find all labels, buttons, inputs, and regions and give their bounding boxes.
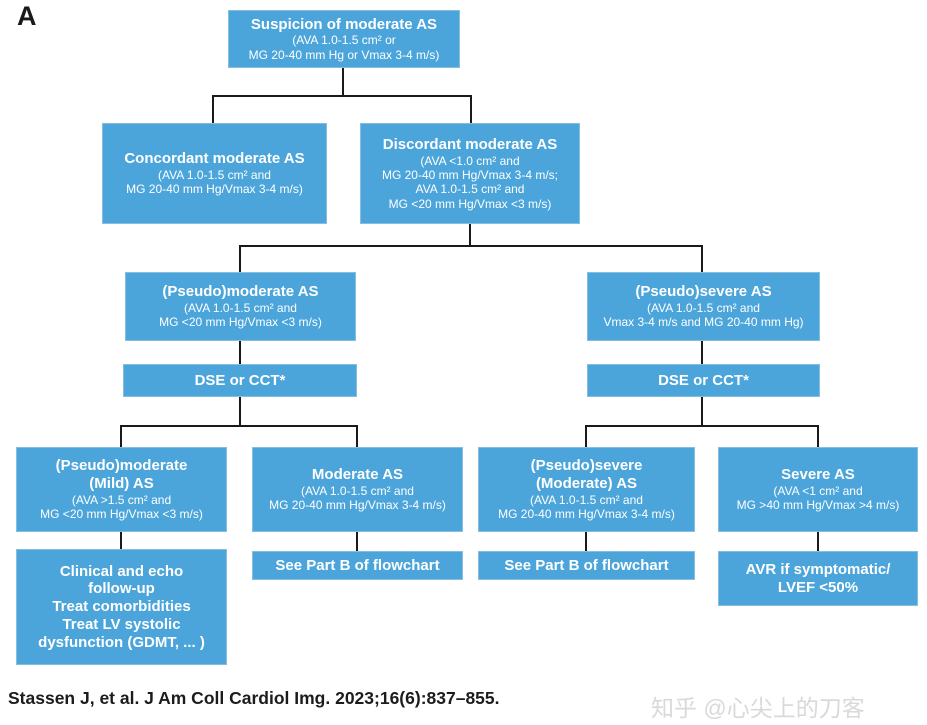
node-title: Clinical and echo xyxy=(59,562,184,580)
flow-node-pseudo-moderate-mild-as: (Pseudo)moderate (Mild) AS (AVA >1.5 cm²… xyxy=(16,447,227,532)
node-detail: MG <20 mm Hg/Vmax <3 m/s) xyxy=(40,507,203,522)
connector-line xyxy=(817,425,819,447)
node-title: (Pseudo)severe xyxy=(530,457,643,475)
node-title: (Pseudo)severe AS xyxy=(635,283,772,301)
node-title: Discordant moderate AS xyxy=(382,135,558,153)
connector-line xyxy=(212,95,472,97)
node-detail: MG >40 mm Hg/Vmax >4 m/s) xyxy=(736,498,900,513)
node-title: (Mild) AS xyxy=(89,475,154,493)
node-detail: MG 20-40 mm Hg/Vmax 3-4 m/s) xyxy=(498,507,675,522)
node-title: AVR if symptomatic/ xyxy=(745,560,891,578)
connector-line xyxy=(701,396,703,427)
connector-line xyxy=(239,245,703,247)
node-detail: (AVA 1.0-1.5 cm² and xyxy=(184,300,297,315)
node-detail: Vmax 3-4 m/s and MG 20-40 mm Hg) xyxy=(603,315,804,330)
watermark-text: 知乎 @心尖上的刀客 xyxy=(651,695,865,721)
node-detail: MG <20 mm Hg/Vmax <3 m/s) xyxy=(159,315,322,330)
node-detail: (AVA <1.0 cm² and xyxy=(420,153,520,168)
connector-line xyxy=(585,531,587,552)
node-detail: (AVA 1.0-1.5 cm² and xyxy=(647,300,760,315)
node-detail: (AVA 1.0-1.5 cm² or xyxy=(292,33,396,48)
flow-node-pseudo-severe-as: (Pseudo)severe AS (AVA 1.0-1.5 cm² and V… xyxy=(587,272,820,341)
node-title: Concordant moderate AS xyxy=(124,150,305,168)
connector-line xyxy=(701,341,703,364)
node-title: Moderate AS xyxy=(311,466,404,484)
node-detail: MG 20-40 mm Hg/Vmax 3-4 m/s; xyxy=(381,167,559,182)
node-detail: (AVA 1.0-1.5 cm² and xyxy=(301,483,414,498)
node-detail: (AVA 1.0-1.5 cm² and xyxy=(158,167,271,182)
node-detail: MG 20-40 mm Hg/Vmax 3-4 m/s) xyxy=(269,498,446,513)
node-title: (Pseudo)moderate AS xyxy=(162,283,319,301)
node-title: DSE or CCT* xyxy=(658,371,749,389)
flow-node-suspicion-moderate-as: Suspicion of moderate AS (AVA 1.0-1.5 cm… xyxy=(228,10,460,68)
connector-line xyxy=(356,531,358,552)
flow-node-clinical-follow-up: Clinical and echo follow-up Treat comorb… xyxy=(16,549,227,665)
node-title: dysfunction (GDMT, ... ) xyxy=(38,633,205,651)
connector-line xyxy=(585,425,587,447)
node-title: DSE or CCT* xyxy=(194,371,286,389)
flow-node-discordant-moderate-as: Discordant moderate AS (AVA <1.0 cm² and… xyxy=(360,123,580,224)
flow-node-see-part-b-left: See Part B of flowchart xyxy=(252,551,463,580)
connector-line xyxy=(817,531,819,552)
node-title: LVEF <50% xyxy=(777,578,859,596)
panel-label: A xyxy=(17,1,37,31)
connector-line xyxy=(239,341,241,364)
connector-line xyxy=(356,425,358,447)
node-title: Suspicion of moderate AS xyxy=(250,15,438,33)
flow-node-concordant-moderate-as: Concordant moderate AS (AVA 1.0-1.5 cm² … xyxy=(102,123,327,224)
node-title: (Moderate) AS xyxy=(535,475,638,493)
node-title: Treat comorbidities xyxy=(52,598,191,616)
node-detail: MG 20-40 mm Hg or Vmax 3-4 m/s) xyxy=(248,47,440,62)
connector-line xyxy=(239,245,241,272)
node-detail: (AVA 1.0-1.5 cm² and xyxy=(530,492,643,507)
flow-node-pseudo-moderate-as: (Pseudo)moderate AS (AVA 1.0-1.5 cm² and… xyxy=(125,272,356,341)
connector-line xyxy=(239,396,241,427)
node-detail: (AVA <1 cm² and xyxy=(773,483,863,498)
node-detail: MG 20-40 mm Hg/Vmax 3-4 m/s) xyxy=(126,182,303,197)
connector-line xyxy=(585,425,819,427)
connector-line xyxy=(120,425,358,427)
node-title: Treat LV systolic xyxy=(62,615,181,633)
node-title: follow-up xyxy=(88,580,155,598)
connector-line xyxy=(120,531,122,550)
flow-node-severe-as: Severe AS (AVA <1 cm² and MG >40 mm Hg/V… xyxy=(718,447,918,532)
connector-line xyxy=(212,95,214,123)
node-detail: (AVA >1.5 cm² and xyxy=(71,492,172,507)
node-detail: AVA 1.0-1.5 cm² and xyxy=(415,182,525,197)
flow-node-moderate-as: Moderate AS (AVA 1.0-1.5 cm² and MG 20-4… xyxy=(252,447,463,532)
node-title: Severe AS xyxy=(781,466,855,484)
connector-line xyxy=(469,223,471,247)
flow-node-pseudo-severe-moderate-as: (Pseudo)severe (Moderate) AS (AVA 1.0-1.… xyxy=(478,447,695,532)
flow-node-see-part-b-right: See Part B of flowchart xyxy=(478,551,695,580)
connector-line xyxy=(701,245,703,272)
flow-node-dse-cct-right: DSE or CCT* xyxy=(587,364,820,397)
connector-line xyxy=(120,425,122,447)
node-title: (Pseudo)moderate xyxy=(55,457,188,475)
flow-node-dse-cct-left: DSE or CCT* xyxy=(123,364,357,397)
node-title: See Part B of flowchart xyxy=(275,556,440,574)
node-title: See Part B of flowchart xyxy=(504,556,669,574)
connector-line xyxy=(470,95,472,123)
connector-line xyxy=(342,68,344,97)
flow-node-avr: AVR if symptomatic/ LVEF <50% xyxy=(718,551,918,606)
citation-text: Stassen J, et al. J Am Coll Cardiol Img.… xyxy=(8,688,500,708)
node-detail: MG <20 mm Hg/Vmax <3 m/s) xyxy=(388,196,552,211)
